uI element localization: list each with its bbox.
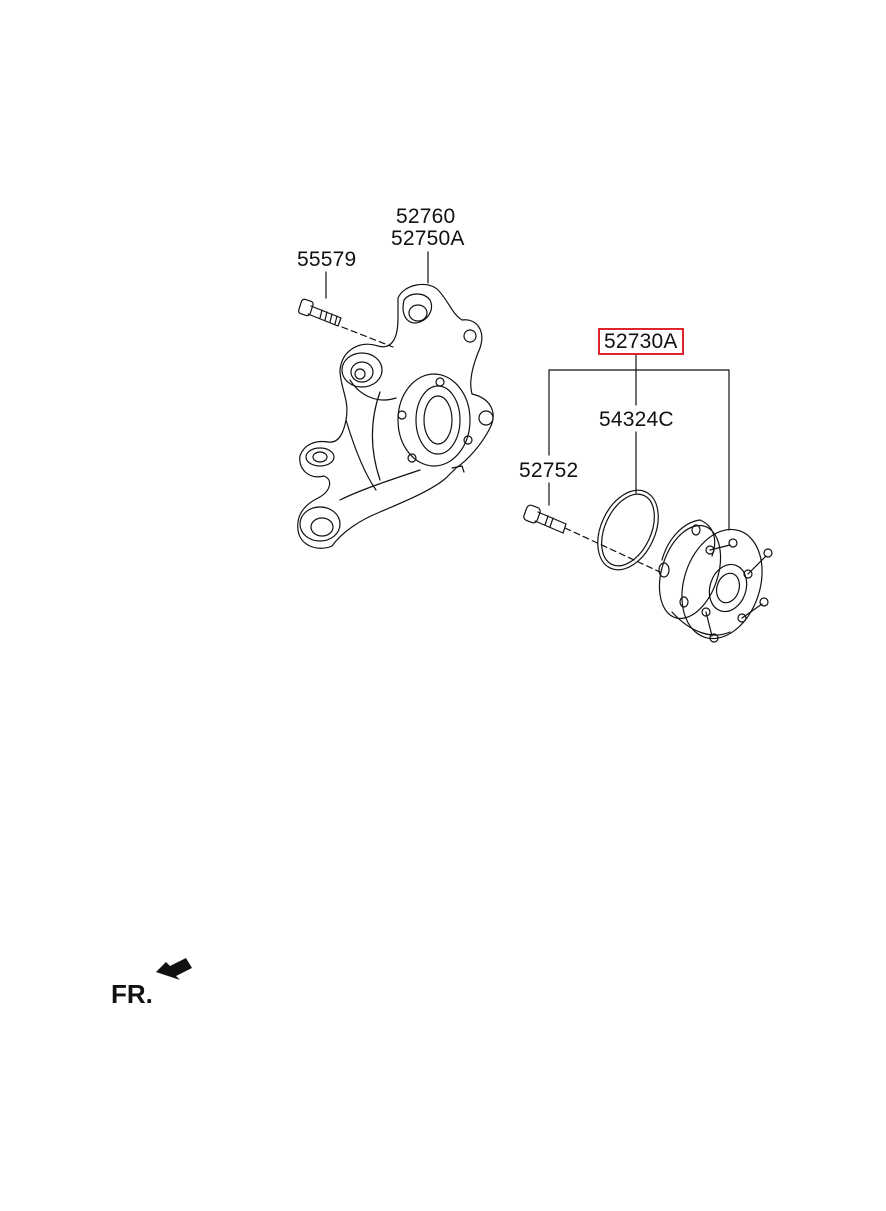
label-hub-assembly-highlighted: 52730A bbox=[598, 328, 684, 355]
hub-bolt-drawing bbox=[523, 504, 567, 534]
knuckle-drawing bbox=[297, 283, 494, 549]
label-bolt: 55579 bbox=[297, 248, 357, 271]
label-knuckle-b: 52750A bbox=[391, 227, 465, 250]
bolt-drawing bbox=[298, 298, 342, 327]
front-arrow-icon bbox=[156, 958, 192, 980]
label-knuckle-a: 52760 bbox=[396, 205, 456, 228]
label-hub-bolt: 52752 bbox=[519, 459, 579, 482]
leader-lines bbox=[325, 251, 730, 573]
o-ring-drawing bbox=[597, 489, 659, 571]
front-marker-label: FR. bbox=[111, 979, 153, 1009]
label-seal-ring: 54324C bbox=[599, 408, 674, 431]
hub-bearing-drawing bbox=[658, 519, 773, 643]
